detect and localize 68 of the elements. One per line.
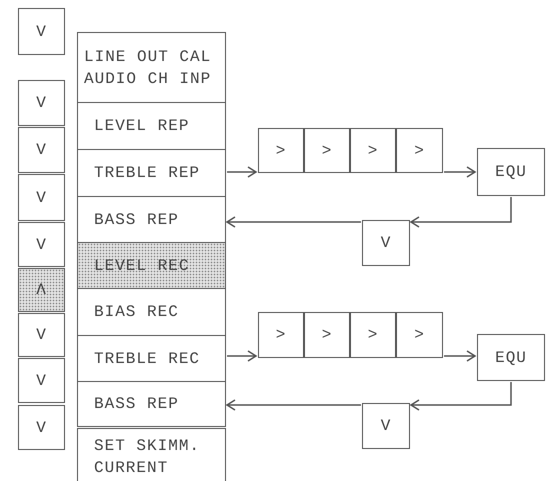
process-label: EQU (495, 162, 527, 183)
menu-label: TREBLE REP (94, 163, 200, 184)
arrow (444, 350, 476, 362)
menu-label: SET SKIMM. CURRENT (94, 436, 202, 479)
step-box (304, 312, 350, 358)
menu-label: BASS REP (94, 210, 179, 230)
key-box (18, 358, 65, 403)
step-label: > (368, 325, 378, 346)
step-label: V (380, 416, 392, 437)
menu-row (77, 102, 226, 150)
step-label: > (322, 140, 332, 162)
menu-label: BIAS REC (94, 302, 179, 323)
arrow (444, 166, 476, 178)
key-label: V (36, 93, 47, 114)
key-box (18, 405, 65, 450)
menu-row (77, 242, 226, 289)
arrow (226, 399, 361, 411)
step-label: > (276, 140, 286, 162)
process-box (477, 334, 545, 381)
menu-row (77, 196, 226, 243)
menu-row (77, 381, 226, 427)
menu-row (77, 288, 226, 336)
menu-label: LEVEL REP (94, 116, 190, 137)
arrow (227, 166, 257, 178)
step-box (396, 128, 443, 173)
menu-row (77, 428, 226, 481)
menu-row (77, 149, 226, 197)
arrow (410, 197, 512, 228)
process-box (477, 148, 545, 196)
step-box (396, 312, 443, 358)
step-box (304, 128, 350, 173)
menu-row (77, 32, 226, 103)
step-label: V (380, 233, 392, 254)
key-label: V (36, 22, 47, 42)
step-box (350, 312, 396, 358)
step-box (258, 312, 304, 358)
step-label: > (322, 325, 332, 346)
step-label: > (414, 140, 425, 162)
arrow (410, 382, 512, 411)
step-label: > (414, 325, 425, 346)
step-box (350, 128, 396, 173)
key-box (18, 80, 65, 126)
key-box (18, 174, 65, 221)
menu-label: BASS REP (94, 394, 179, 415)
step-label: > (276, 325, 286, 346)
key-label: V (36, 234, 47, 256)
arrow (226, 216, 361, 228)
step-box (362, 220, 410, 266)
key-label: V (36, 325, 47, 346)
key-label: Λ (36, 280, 47, 301)
key-label: V (36, 418, 47, 438)
arrow (227, 350, 257, 362)
menu-label: LINE OUT CAL AUDIO CH INP (84, 46, 212, 90)
key-label: V (36, 370, 47, 392)
menu-label: TREBLE REC (94, 348, 200, 370)
key-box (18, 222, 65, 267)
step-box (258, 128, 304, 173)
key-label: V (36, 188, 47, 208)
key-box (18, 268, 65, 312)
step-box (362, 403, 410, 449)
key-box (18, 127, 65, 173)
key-label: V (36, 140, 47, 161)
key-box (18, 313, 65, 357)
key-box (18, 8, 65, 55)
step-label: > (368, 140, 378, 162)
process-label: EQU (495, 348, 527, 368)
menu-row (77, 335, 226, 382)
menu-label: LEVEL REC (94, 256, 190, 276)
